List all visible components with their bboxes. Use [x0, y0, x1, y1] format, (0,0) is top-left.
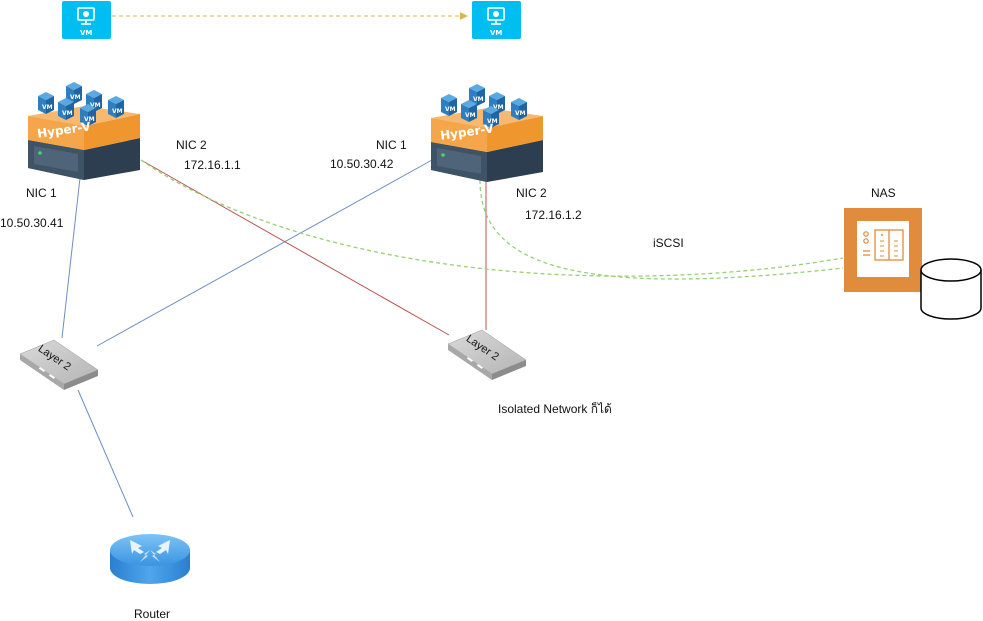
host1-nic1-name: NIC 1 [26, 186, 57, 200]
vm-icon-target [472, 1, 521, 39]
layer2-switch-lan[interactable] [19, 339, 99, 390]
layer2-switch-isolated[interactable] [447, 329, 527, 380]
host2-nic2-ip: 172.16.1.2 [525, 208, 582, 222]
link-host2-nic1-lan [96, 159, 433, 347]
link-host1-nic1-lan [61, 177, 81, 339]
host1-nic2-name: NIC 2 [176, 138, 207, 152]
vm-icon-source [62, 1, 111, 39]
vm-target-label: VM [490, 29, 503, 37]
hyperv-host-1[interactable] [28, 82, 140, 180]
host1-nic2-ip: 172.16.1.1 [184, 158, 241, 172]
host2-nic2-name: NIC 2 [516, 186, 547, 200]
storage-disk-icon [920, 258, 982, 320]
host1-nic1-ip: 10.50.30.41 [0, 216, 64, 230]
nas-icon[interactable] [844, 208, 922, 292]
router-label: Router [134, 607, 171, 621]
isolated-network-caption: Isolated Network ก็ได้ [498, 402, 612, 416]
iscsi-link-host2 [479, 179, 844, 280]
iscsi-label: iSCSI [653, 236, 684, 250]
iscsi-link-host1 [140, 159, 844, 277]
host2-nic1-ip: 10.50.30.42 [330, 157, 394, 171]
router-icon[interactable] [110, 534, 190, 584]
host2-nic1-name: NIC 1 [376, 138, 407, 152]
link-lan-router [77, 389, 134, 518]
migration-arrow-head [460, 12, 468, 20]
hyperv-host-2[interactable] [431, 84, 543, 182]
vm-source-label: VM [80, 29, 93, 37]
nas-label: NAS [871, 186, 896, 200]
link-host1-nic2-isolated [140, 159, 450, 336]
